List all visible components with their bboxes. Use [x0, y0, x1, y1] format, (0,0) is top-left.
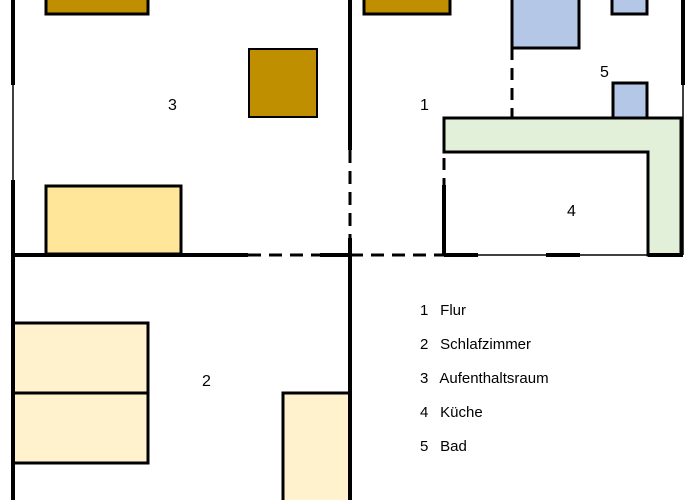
bathtub-fixture — [510, 0, 581, 50]
legend-item: 5 Bad — [420, 438, 467, 455]
room-number-1: 1 — [420, 97, 429, 114]
room-legend: 1 Flur 2 Schlafzimmer 3 Aufenthaltsraum … — [420, 300, 549, 470]
legend-item: 1 Flur — [420, 302, 467, 319]
furniture-bench-room-3 — [44, 184, 183, 256]
room-number-5: 5 — [600, 64, 609, 81]
toilet-fixture — [611, 81, 649, 120]
wardrobe-room-2 — [281, 391, 352, 500]
room-number-2: 2 — [202, 373, 211, 390]
bed-upper-half — [11, 321, 150, 395]
walls — [11, 0, 685, 500]
furniture-square-room-3 — [248, 48, 318, 118]
furniture-top-room-1 — [362, 0, 452, 16]
furniture-top-left — [44, 0, 150, 16]
bed-lower-half — [11, 391, 150, 465]
legend-item: 2 Schlafzimmer — [420, 336, 532, 353]
legend-item: 4 Küche — [420, 404, 483, 421]
sink-fixture — [610, 0, 649, 16]
room-number-3: 3 — [168, 97, 177, 114]
kitchen-counter — [442, 116, 683, 257]
legend-item: 3 Aufenthaltsraum — [420, 370, 549, 387]
room-number-4: 4 — [567, 203, 576, 220]
